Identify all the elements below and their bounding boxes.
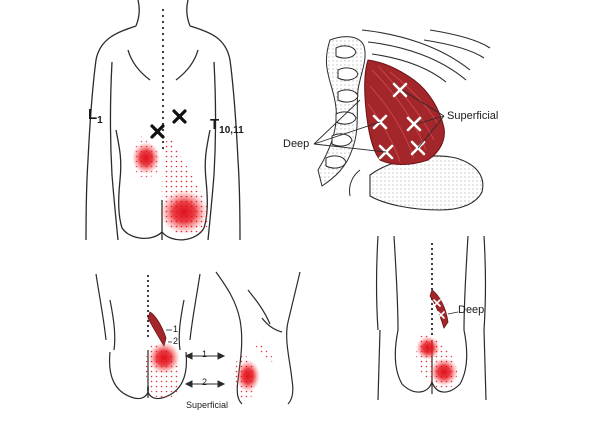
spine-dot <box>431 283 433 285</box>
spine-dot <box>162 69 164 71</box>
spine-dot <box>431 328 433 330</box>
spine-dot <box>431 258 433 260</box>
spine-dot <box>162 147 164 149</box>
label-superficial-bottom: Superficial <box>186 400 228 410</box>
spine-dot <box>162 111 164 113</box>
spine-dot <box>162 21 164 23</box>
spine-dot <box>162 9 164 11</box>
spine-dot <box>162 15 164 17</box>
spine-dot <box>431 263 433 265</box>
spine-dot <box>431 318 433 320</box>
label-deep-top: Deep <box>283 138 309 150</box>
spine-dot <box>162 99 164 101</box>
label-l1-sub: 1 <box>97 115 103 126</box>
pain-stipple-side-flank <box>256 342 274 362</box>
spine-dot <box>431 313 433 315</box>
spine-dot <box>162 75 164 77</box>
spine-dot <box>162 129 164 131</box>
leader-deep-right <box>448 312 458 314</box>
label-t-sub: 10,11 <box>219 125 243 136</box>
pain-stipple-zone <box>162 132 209 235</box>
spine-dot <box>162 27 164 29</box>
spine-dot <box>431 243 433 245</box>
spine-dot <box>147 330 149 332</box>
spine-dots-bottom <box>147 275 149 337</box>
label-t-letter: T <box>210 116 219 133</box>
spine-dot <box>431 308 433 310</box>
label-superficial-top: Superficial <box>447 110 498 122</box>
spine-dot <box>431 303 433 305</box>
spine-dot <box>162 93 164 95</box>
quadratus-lumborum-muscle <box>365 60 445 165</box>
label-num-1-a: 1 <box>173 324 178 334</box>
spine-dot <box>431 268 433 270</box>
spine-dot <box>162 87 164 89</box>
spine-dot <box>431 323 433 325</box>
spine-dot <box>147 295 149 297</box>
pain-stipple-side-hip <box>235 352 256 400</box>
muscle-strip-bottom-left <box>148 312 166 346</box>
spine-dot <box>431 278 433 280</box>
spine-dot <box>147 285 149 287</box>
trigger-point-x-2 <box>152 126 163 137</box>
spine-dot <box>162 51 164 53</box>
spine-dot <box>431 273 433 275</box>
spine-dot <box>162 33 164 35</box>
spine-dot <box>162 57 164 59</box>
trigger-point-x-1 <box>174 111 185 122</box>
spine-dot <box>162 81 164 83</box>
spine-dot <box>162 105 164 107</box>
label-t10-11: T10,11 <box>210 116 244 136</box>
spine-dot <box>162 117 164 119</box>
label-l1: L1 <box>88 106 103 126</box>
spine-dot <box>431 253 433 255</box>
spine-dot <box>147 280 149 282</box>
spine-dot <box>147 310 149 312</box>
pain-stipple-zone-upper <box>134 136 160 178</box>
spine-dot <box>162 39 164 41</box>
label-deep-right: Deep <box>458 304 484 316</box>
spine-dot <box>431 248 433 250</box>
spine-dot <box>147 325 149 327</box>
pain-stipple-bottom-right <box>416 334 457 390</box>
spine-dot <box>147 305 149 307</box>
spine-dot <box>162 141 164 143</box>
spine-dot <box>147 275 149 277</box>
spine-dot <box>162 45 164 47</box>
spine-dot <box>147 335 149 337</box>
spine-dot <box>147 290 149 292</box>
label-num-2-b: 2 <box>202 377 207 387</box>
spine-dot <box>431 333 433 335</box>
label-l1-letter: L <box>88 106 97 123</box>
spine-dot <box>147 300 149 302</box>
spine-dot <box>162 63 164 65</box>
spine-dots-bottom-right <box>431 243 433 335</box>
label-num-1-b: 1 <box>202 349 207 359</box>
label-num-2-a: 2 <box>173 336 178 346</box>
